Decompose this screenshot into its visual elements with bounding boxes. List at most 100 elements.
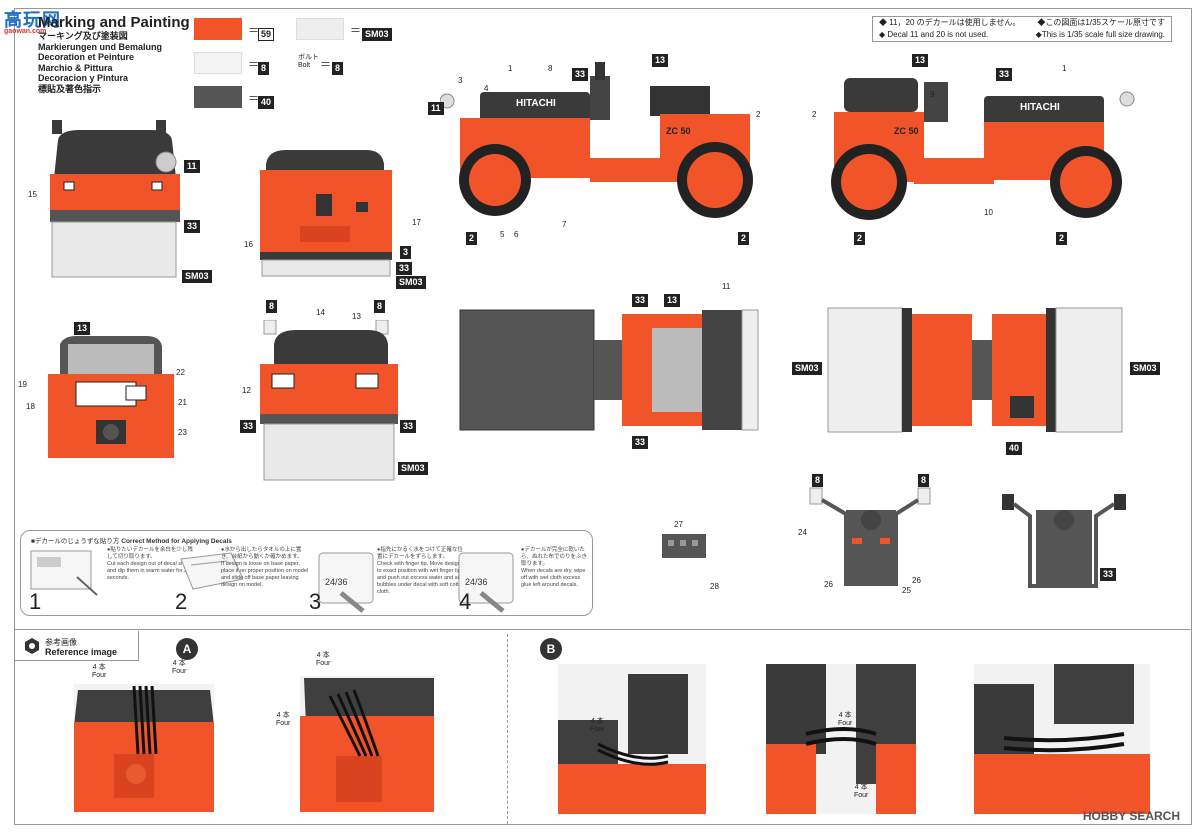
decal-13-top: 13 [664,294,681,307]
callout-3: 3 [458,76,463,85]
watermark: HOBBY SEARCH [1082,809,1180,823]
small-part [662,534,706,558]
callout-4: 4 [484,84,489,93]
decal-sm03-rear2: SM03 [398,462,428,475]
legend-eq: ＝ [248,25,259,37]
callout-19: 19 [18,380,27,389]
callout-21: 21 [178,398,187,407]
step2-illustration [180,552,244,590]
camera-icon [25,638,39,654]
note-en-1: ◆ Decal 11 and 20 is not used. [879,30,989,39]
decal-33-side: 33 [572,68,589,81]
callout-12: 12 [242,386,251,395]
decal-33-rear2-a: 33 [240,420,257,433]
decal-sm03-bottom-a: SM03 [792,362,822,375]
reference-photo-b1 [558,664,706,814]
rear-view-2 [260,320,398,481]
reference-label-en: Reference image [45,647,118,657]
decal-13-side-r: 13 [912,54,929,67]
side-view-left: HITACHI ZC 50 [440,62,753,218]
decal-11-front: 11 [184,160,200,173]
color-code-40: 40 [258,96,275,109]
callout-24: 24 [798,528,807,537]
side-view-right: HITACHI ZC 50 [831,78,1135,220]
front-view [50,120,180,278]
callout-2-r: 2 [812,110,817,119]
callout-28: 28 [710,582,719,591]
bottom-view [827,307,1123,433]
callout-27: 27 [674,520,683,529]
callout-8: 8 [548,64,553,73]
reference-photo-a1 [74,684,214,812]
step4-card-text: 24/36 [465,577,488,587]
bolt-label: ボルト Bolt [298,54,319,69]
control-view [809,487,931,586]
callout-11: 11 [722,282,731,291]
swatch-orange [194,18,242,40]
decal-2-side-r-b: 2 [1056,232,1068,245]
decal-33-top-a: 33 [632,294,649,307]
dashboard-view [48,336,174,458]
step4-illustration: 24/36 [458,552,514,613]
decal-40-bottom: 40 [1006,442,1023,455]
decal-13-dash: 13 [74,322,91,335]
decal-13-side: 13 [652,54,669,67]
decal-8-ctrl-a: 8 [812,474,824,487]
callout-22: 22 [176,368,185,377]
callout-14: 14 [316,308,325,317]
note-jp-1: ◆ 11，20 のデカールは使用しません。 [879,18,1021,27]
callout-26-a: 26 [824,580,833,589]
callout-7: 7 [562,220,567,229]
note-en-2: ◆This is 1/35 scale full size drawing. [1035,30,1165,39]
step3-card-text: 24/36 [325,577,348,587]
legend-eq: ＝ [350,25,361,37]
step-number-3: 3 [309,589,322,614]
site-logo: 高玩网 gaowan.com [4,10,61,35]
callout-6: 6 [514,230,519,239]
callout-5: 5 [500,230,505,239]
callout-15: 15 [28,190,37,199]
callout-13: 13 [352,312,361,321]
model-text-r: ZC 50 [894,126,919,136]
site-logo-sub: gaowan.com [4,28,47,35]
step-number-1: 1 [29,589,42,614]
subtitle-de: Markierungen und Bemalung [38,41,163,52]
step-text-2: ●水から出したらタオルの上に置き、台紙から動くか確かめます。 If design… [221,547,309,588]
decal-sm03-front: SM03 [182,270,212,283]
decal-8-ctrl-b: 8 [918,474,930,487]
reference-a-marker: A [176,638,198,660]
brand-text-r: HITACHI [1020,102,1060,113]
subtitle-it: Marchio & Pittura [38,62,113,73]
title-block: Marking and Painting マーキング及び塗装図 Markieru… [38,14,190,94]
reference-tab: 参考画像 Reference image [14,631,139,661]
step-text-3: ●指先にかるく水をつけて正確な位置にデカールをずらします。 Check with… [377,547,465,595]
callout-9: 9 [930,90,935,99]
callout-2: 2 [756,110,761,119]
subtitle-fr: Decoration et Peinture [38,52,135,62]
notes-box: ◆ 11，20 のデカールは使用しません。◆この図面は1/35スケール原寸です … [872,16,1172,42]
control-view-2 [1002,494,1126,588]
decal-2-side-b: 2 [738,232,750,245]
subtitle-es: Decoracion y Pintura [38,73,129,83]
bolt-color-8: 8 [332,62,344,75]
color-code-sm03: SM03 [362,28,392,41]
reference-divider [507,634,508,824]
legend-eq: ＝ [320,59,331,71]
rear-view [260,150,392,277]
color-code-8: 8 [258,62,270,75]
callout-10: 10 [984,208,993,217]
decal-2-side-a: 2 [466,232,478,245]
step-number-4: 4 [459,589,472,614]
decal-3-rear: 3 [400,246,412,259]
reference-photo-a2 [300,676,434,812]
color-code-59: 59 [258,28,275,41]
legend-eq: ＝ [248,59,259,71]
decal-11-side: 11 [428,102,444,115]
decal-sm03-rear: SM03 [396,276,426,289]
